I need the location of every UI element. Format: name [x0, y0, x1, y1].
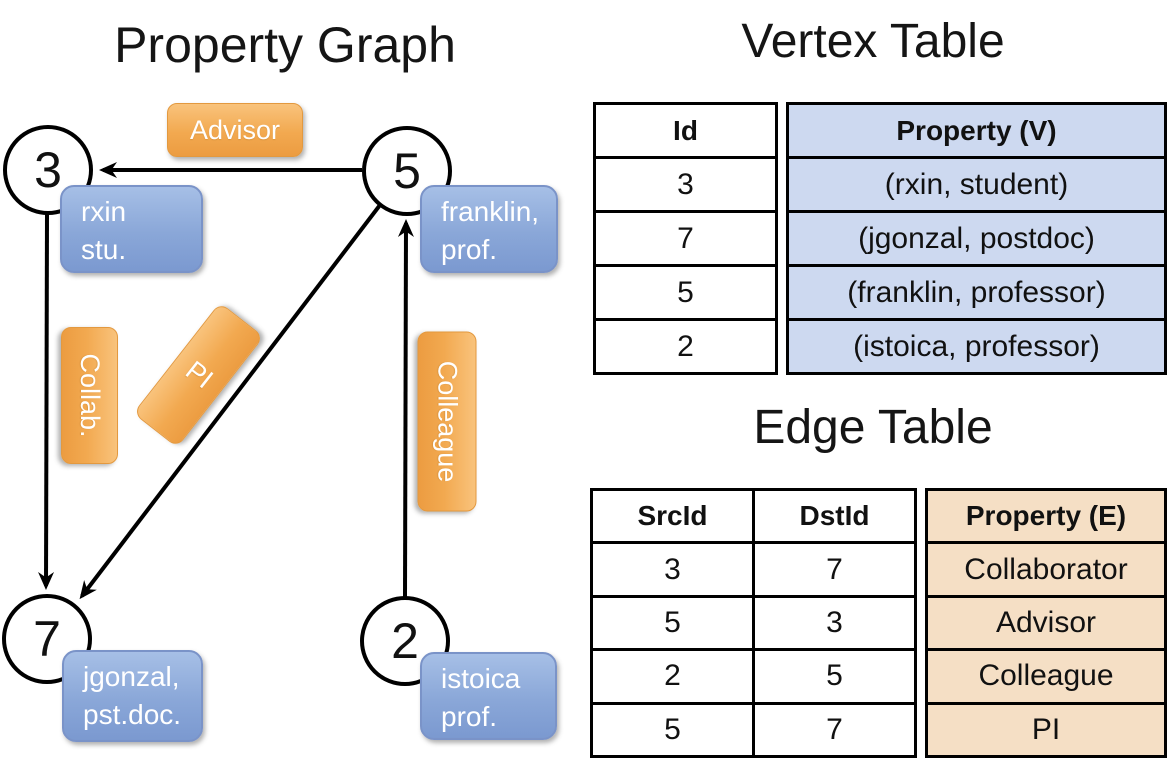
vertex-property-box-2: istoica prof. — [420, 652, 557, 740]
edge-collab-3-to-7 — [38, 213, 55, 590]
vertex-box-3-line1: rxin — [81, 196, 127, 227]
edge-table-header-row: SrcId DstId — [593, 491, 914, 545]
vertex-box-5-line2: prof. — [441, 234, 498, 265]
table-row: 2 5 — [593, 651, 914, 705]
table-row: 2 — [677, 329, 694, 363]
table-row: PI — [1031, 712, 1061, 746]
vertex-box-2-line2: prof. — [441, 701, 498, 732]
table-cell: 7 — [826, 552, 843, 586]
edge-label-collab-text: Collab. — [75, 353, 105, 438]
vertex-box-3-line2: stu. — [81, 234, 127, 265]
edge-label-colleague-text: Colleague — [432, 360, 463, 483]
edge-pi-5-to-7 — [79, 203, 382, 600]
edge-table-property-column: Property (E) Collaborator Advisor Collea… — [925, 488, 1167, 758]
edge-label-advisor-text: Advisor — [189, 114, 281, 145]
vertex-property-box-7: jgonzal, pst.doc. — [62, 650, 203, 742]
edge-table-title: Edge Table — [753, 401, 993, 454]
table-row: 3 — [596, 159, 775, 213]
edge-label-pi-text: PI — [179, 354, 219, 395]
edge-colleague-2-to-5 — [397, 219, 414, 598]
table-row: 5 7 — [593, 704, 914, 756]
table-row: 5 — [596, 267, 775, 321]
vertex-box-5-line1: franklin, — [441, 196, 540, 227]
edge-table-id-columns: SrcId DstId 3 7 5 3 2 5 5 7 — [590, 488, 917, 758]
table-row: Collaborator — [928, 544, 1164, 598]
table-row: 3 7 — [593, 544, 914, 598]
table-cell: 7 — [826, 712, 843, 746]
vertex-property-box-3: rxin stu. — [60, 185, 203, 273]
table-cell: 5 — [826, 659, 843, 693]
edge-label-colleague: Colleague — [417, 331, 477, 512]
node-5-id: 5 — [393, 143, 421, 199]
table-row: Advisor — [928, 598, 1164, 652]
node-7-id: 7 — [33, 611, 61, 667]
edge-table-header-srcid: SrcId — [593, 491, 755, 542]
graph-edges-canvas — [38, 162, 414, 600]
table-cell: 3 — [593, 544, 755, 595]
vertex-property-box-5: franklin, prof. — [420, 185, 558, 273]
edge-label-advisor: Advisor — [167, 103, 303, 157]
edge-table-header-dstid: DstId — [799, 500, 870, 532]
vertex-table-title: Vertex Table — [741, 15, 1005, 68]
node-3-id: 3 — [34, 142, 62, 198]
table-row: (istoica, professor) — [853, 329, 1100, 363]
table-cell: 2 — [593, 651, 755, 702]
table-row: (rxin, student) — [789, 159, 1164, 213]
graph-node-2: 2 — [360, 596, 450, 686]
table-cell: 5 — [593, 704, 755, 756]
node-2-id: 2 — [391, 613, 419, 669]
property-graph-title: Property Graph — [114, 17, 456, 73]
vertex-box-7-line1: jgonzal, — [83, 661, 180, 692]
vertex-box-2-line1: istoica — [441, 663, 521, 694]
vertex-table-header-id: Id — [596, 105, 775, 159]
table-cell: 5 — [593, 597, 755, 649]
table-row: 5 3 — [593, 597, 914, 652]
vertex-table-property-column: Property (V) (rxin, student) (jgonzal, p… — [786, 102, 1167, 375]
vertex-table-id-column: Id 3 7 5 2 — [593, 102, 778, 375]
edge-table-header-property: Property (E) — [928, 491, 1164, 545]
edge-label-collab: Collab. — [61, 327, 118, 464]
table-cell: 3 — [826, 606, 843, 640]
table-row: Colleague — [928, 651, 1164, 705]
table-row: (jgonzal, postdoc) — [789, 213, 1164, 267]
vertex-table-header-property: Property (V) — [789, 105, 1164, 159]
table-row: 7 — [596, 213, 775, 267]
graph-node-5: 5 — [362, 126, 452, 216]
table-row: (franklin, professor) — [789, 267, 1164, 321]
vertex-box-7-line2: pst.doc. — [83, 699, 182, 730]
